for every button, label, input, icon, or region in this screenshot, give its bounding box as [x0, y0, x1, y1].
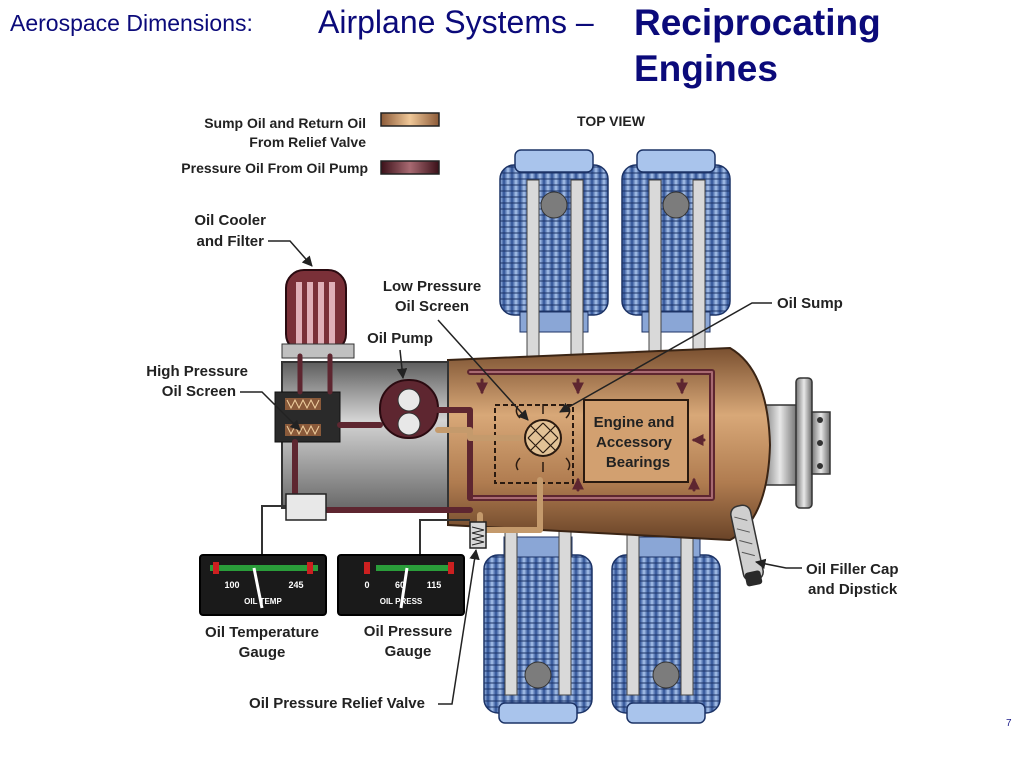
cylinder-top-left — [499, 149, 609, 366]
legend-sump-label-line2: From Relief Valve — [249, 134, 366, 150]
slide-header: Aerospace Dimensions: Airplane Systems –… — [0, 0, 1024, 100]
cylinder-bottom-left — [483, 514, 593, 724]
bearings-label-2: Accessory — [596, 434, 673, 451]
temp-gauge-min: 100 — [224, 580, 239, 590]
temp-gauge-caption: OIL TEMP — [244, 597, 282, 606]
engine-crankcase: Engine and Accessory Bearings — [447, 346, 772, 542]
low-pressure-label: Low Pressure — [383, 278, 481, 295]
oil-pump — [379, 379, 439, 439]
high-pressure-leader — [240, 391, 301, 431]
legend-sump-label: Sump Oil and Return Oil — [204, 115, 366, 131]
oil-cooler-label-line2: and Filter — [196, 233, 264, 250]
top-cylinders — [499, 149, 731, 366]
legend-pressure-swatch — [380, 160, 440, 175]
legend-sump-swatch — [380, 112, 440, 127]
oil-filler-cap — [730, 504, 764, 587]
header-section: Airplane Systems – — [318, 4, 594, 40]
pressure-gauge-label-line2: Gauge — [385, 643, 432, 660]
temp-gauge-label-line2: Gauge — [239, 644, 286, 661]
low-pressure-leader — [437, 319, 529, 421]
pressure-gauge-line — [419, 519, 470, 560]
bearings-box — [583, 399, 689, 483]
low-pressure-screen — [515, 404, 571, 472]
oil-sump-label: Oil Sump — [777, 295, 843, 312]
pressure-gauge-needle — [399, 567, 409, 609]
temp-gauge-label: Oil Temperature — [205, 624, 319, 641]
bottom-cylinders — [483, 514, 721, 724]
temp-gauge-max: 245 — [288, 580, 303, 590]
pressure-gauge-zero: 0 — [364, 580, 369, 590]
header-topic: Reciprocating Engines — [634, 2, 881, 89]
top-view-label: TOP VIEW — [577, 113, 646, 129]
relief-valve-leader — [438, 548, 480, 705]
oil-sump-leader — [559, 302, 772, 413]
low-pressure-label-line2: Oil Screen — [395, 298, 469, 315]
legend-pressure-label: Pressure Oil From Oil Pump — [181, 160, 368, 176]
page-number: 7 — [1006, 718, 1012, 729]
temp-gauge-needle — [252, 567, 264, 609]
pressure-gauge-caption: OIL PRESS — [380, 597, 423, 606]
oil-filler-label: Oil Filler Cap — [806, 561, 899, 578]
oil-pump-label: Oil Pump — [367, 330, 433, 347]
bearings-label-3: Bearings — [606, 454, 670, 471]
pressure-gauge-mid: 60 — [395, 580, 405, 590]
oil-filler-label-line2: and Dipstick — [808, 581, 898, 598]
oil-cooler-leader — [268, 240, 313, 267]
cylinder-bottom-right — [611, 514, 721, 724]
header-prefix: Aerospace Dimensions: — [10, 10, 253, 36]
cylinder-top-right — [621, 149, 731, 366]
high-pressure-label-line2: Oil Screen — [162, 383, 236, 400]
legend: Sump Oil and Return Oil From Relief Valv… — [181, 112, 440, 176]
oil-pressure-gauge: 0 60 115 OIL PRESS — [337, 554, 465, 616]
oil-cooler-label: Oil Cooler — [194, 212, 266, 229]
oil-sump-area — [494, 404, 574, 484]
relief-valve-label: Oil Pressure Relief Valve — [249, 695, 425, 712]
oil-cooler — [281, 269, 355, 359]
bearings-label-1: Engine and — [594, 414, 675, 431]
high-pressure-label: High Pressure — [146, 363, 248, 380]
propeller-flange — [761, 377, 831, 509]
pressure-gauge-max: 115 — [427, 580, 442, 590]
relief-valve — [469, 521, 487, 549]
pressure-gauge-label: Oil Pressure — [364, 623, 452, 640]
oil-pump-leader — [396, 349, 408, 380]
temp-gauge-line — [261, 505, 290, 560]
temp-sensor-fitting — [285, 493, 327, 521]
oil-temperature-gauge: 100 245 OIL TEMP — [199, 554, 327, 616]
oil-filler-leader — [754, 558, 802, 570]
